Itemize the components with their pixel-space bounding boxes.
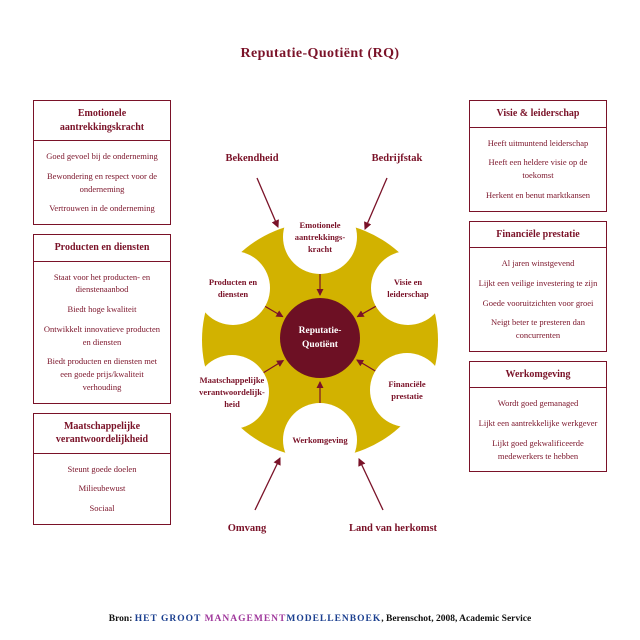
source-management: MANAGEMENT bbox=[204, 614, 287, 624]
node-maatschappelijke-verantwoordelijkheid: Maatschappelijke verantwoordelijk-heid bbox=[195, 355, 269, 429]
list-item: Milieubewust bbox=[78, 483, 126, 494]
section-werkomgeving: Werkomgeving Wordt goed gemanaged Lijkt … bbox=[469, 360, 607, 473]
section-maatschappelijke-verantwoordelijkheid: Maatschappelijke verantwoordelijkheid St… bbox=[33, 412, 171, 525]
source-prefix: Bron: bbox=[108, 614, 135, 624]
node-emotionele-aantrekkingskracht: Emotionele aantrekkings-kracht bbox=[283, 200, 357, 274]
list-item: Herkent en benut marktkansen bbox=[485, 189, 591, 200]
list-item: Heeft een heldere visie op de toekomst bbox=[488, 157, 588, 180]
section-body: Steunt goede doelen Milieubewust Sociaal bbox=[33, 452, 171, 525]
section-body: Wordt goed gemanaged Lijkt een aantrekke… bbox=[469, 387, 607, 473]
right-column: Visie & leiderschap Heeft uitmuntend lei… bbox=[469, 100, 607, 473]
page-title: Reputatie-Quotiënt (RQ) bbox=[240, 46, 400, 61]
list-item: Vertrouwen in de onderneming bbox=[49, 203, 155, 214]
node-financiele-prestatie: Financiële prestatie bbox=[370, 353, 444, 427]
source-suffix: , Berenschot, 2008, Academic Service bbox=[381, 614, 532, 624]
section-header: Visie & leiderschap bbox=[469, 100, 607, 128]
list-item: Ontwikkelt innovatieve producten en dien… bbox=[43, 323, 161, 347]
list-item: Al jaren winstgevend bbox=[501, 258, 575, 268]
left-column: Emotionele aantrekkingskracht Goed gevoe… bbox=[33, 100, 171, 525]
external-label-land-van-herkomst: Land van herkomst bbox=[348, 523, 438, 534]
list-item: Biedt hoge kwaliteit bbox=[67, 304, 137, 314]
section-header: Werkomgeving bbox=[469, 360, 607, 389]
rq-wheel-diagram: Emotionele aantrekkings-kracht Visie en … bbox=[175, 140, 465, 540]
section-visie-leiderschap: Visie & leiderschap Heeft uitmuntend lei… bbox=[469, 100, 607, 212]
external-label-bedrijfstak: Bedrijfstak bbox=[371, 153, 423, 164]
list-item: Lijkt een aantrekkelijke werkgever bbox=[478, 418, 598, 428]
section-producten-en-diensten: Producten en diensten Staat voor het pro… bbox=[33, 234, 171, 404]
list-item: Steunt goede doelen bbox=[67, 463, 137, 474]
list-item: Lijkt goed gekwalificeerde medewerkers t… bbox=[492, 437, 584, 461]
section-body: Staat voor het producten- en dienstenaan… bbox=[33, 260, 171, 404]
section-body: Al jaren winstgevend Lijkt een veilige i… bbox=[469, 247, 607, 352]
list-item: Neigt beter te presteren dan concurrente… bbox=[491, 317, 585, 340]
section-financiele-prestatie: Financiële prestatie Al jaren winstgeven… bbox=[469, 220, 607, 352]
list-item: Heeft uitmuntend leiderschap bbox=[487, 137, 589, 148]
external-label-bekendheid: Bekendheid bbox=[225, 153, 279, 164]
section-header: Producten en diensten bbox=[33, 234, 171, 262]
list-item: Wordt goed gemanaged bbox=[497, 398, 579, 409]
section-header: Financiële prestatie bbox=[469, 220, 607, 248]
section-emotionele-aantrekkingskracht: Emotionele aantrekkingskracht Goed gevoe… bbox=[33, 100, 171, 225]
list-item: Lijkt een veilige investering te zijn bbox=[478, 277, 598, 288]
section-body: Goed gevoel bij de onderneming Bewonderi… bbox=[33, 140, 171, 225]
node-werkomgeving: Werkomgeving bbox=[283, 403, 357, 477]
arrows-layer bbox=[254, 177, 388, 511]
list-item: Biedt producten en diensten met een goed… bbox=[47, 356, 157, 392]
section-header: Emotionele aantrekkingskracht bbox=[33, 100, 171, 141]
center-reputatie-quotient: Reputatie-Quotiënt bbox=[280, 298, 360, 378]
list-item: Sociaal bbox=[89, 503, 115, 513]
source-modellenboek: MODELLENBOEK bbox=[286, 614, 382, 624]
node-producten-en-diensten: Producten en diensten bbox=[196, 251, 270, 325]
external-label-omvang: Omvang bbox=[227, 523, 267, 534]
section-header: Maatschappelijke verantwoordelijkheid bbox=[33, 412, 171, 454]
list-item: Bewondering en respect voor de ondernemi… bbox=[47, 170, 157, 194]
section-body: Heeft uitmuntend leiderschap Heeft een h… bbox=[469, 126, 607, 212]
list-item: Goede vooruitzichten voor groei bbox=[482, 297, 594, 308]
source-citation: Bron: HET GROOT MANAGEMENTMODELLENBOEK, … bbox=[0, 614, 640, 624]
list-item: Goed gevoel bij de onderneming bbox=[46, 151, 158, 161]
list-item: Staat voor het producten- en dienstenaan… bbox=[53, 271, 151, 295]
source-het-groot: HET GROOT bbox=[134, 614, 205, 624]
node-visie-en-leiderschap: Visie en leiderschap bbox=[371, 251, 445, 325]
